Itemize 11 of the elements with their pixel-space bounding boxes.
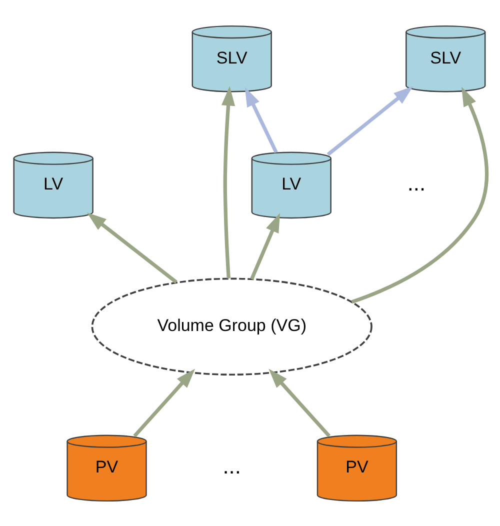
label: ... (406, 170, 426, 196)
arrow (268, 368, 330, 437)
label: ... (222, 452, 240, 478)
arrow (250, 212, 280, 280)
arrow (220, 86, 235, 278)
arrow (86, 212, 177, 284)
arrow (350, 86, 488, 304)
arrow (326, 86, 413, 156)
arrow (244, 86, 278, 153)
node-ellipse: Volume Group (VG) (90, 277, 372, 376)
arrow (132, 368, 195, 437)
